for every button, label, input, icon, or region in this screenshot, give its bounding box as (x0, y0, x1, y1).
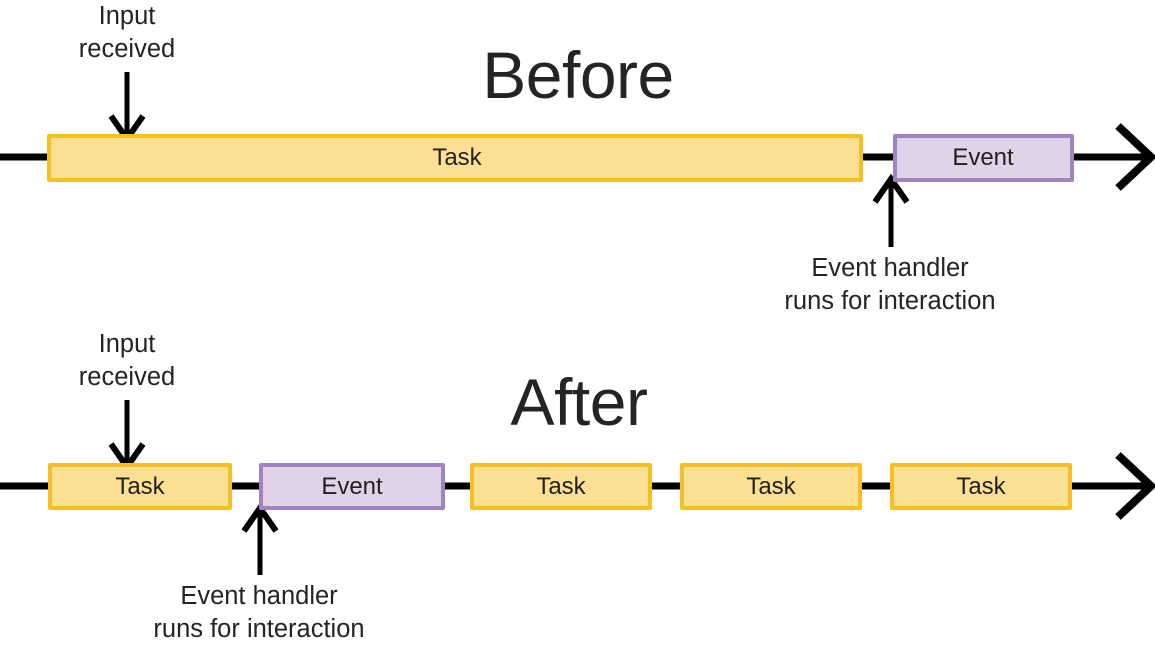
before-event-block (893, 134, 1074, 182)
after-task-block-3 (680, 463, 862, 510)
after-handler-annotation-line1: Event handler (180, 582, 338, 610)
before-handler-annotation-line2: runs for interaction (784, 287, 996, 315)
before-input-annotation-line1: Input (98, 2, 156, 30)
after-task-block-4 (890, 463, 1072, 510)
after-input-annotation-line1: Input (98, 330, 156, 358)
before-handler-annotation-line1: Event handler (811, 254, 969, 282)
after-task-block-1 (48, 463, 232, 510)
before-title: Before (482, 38, 674, 112)
after-input-annotation-line2: received (78, 363, 176, 391)
after-input-received-annotation: Input received (79, 328, 175, 394)
after-task-block-2 (470, 463, 652, 510)
after-event-block (259, 463, 445, 510)
after-title: After (510, 365, 648, 439)
before-task-block (47, 134, 863, 182)
before-event-handler-annotation: Event handler runs for interaction (784, 252, 995, 318)
before-input-annotation-line2: received (78, 35, 176, 63)
after-handler-annotation-line2: runs for interaction (153, 615, 365, 643)
before-input-received-annotation: Input received (79, 0, 175, 66)
after-event-handler-annotation: Event handler runs for interaction (153, 580, 364, 646)
